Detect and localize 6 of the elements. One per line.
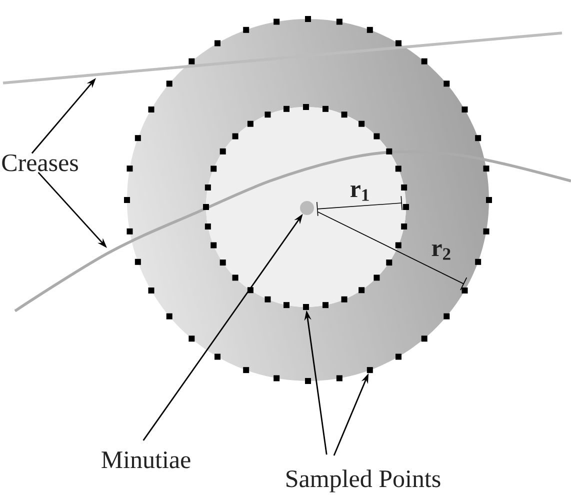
callout-label: Minutiae (102, 451, 190, 468)
callout-label: Creases (2, 154, 78, 172)
crease-line (2, 32, 562, 84)
dimension-label: r$_{2}$ (432, 244, 450, 260)
callout-label: Sampled Points (286, 470, 440, 492)
dimension-label: r$_{1}$ (350, 185, 369, 201)
